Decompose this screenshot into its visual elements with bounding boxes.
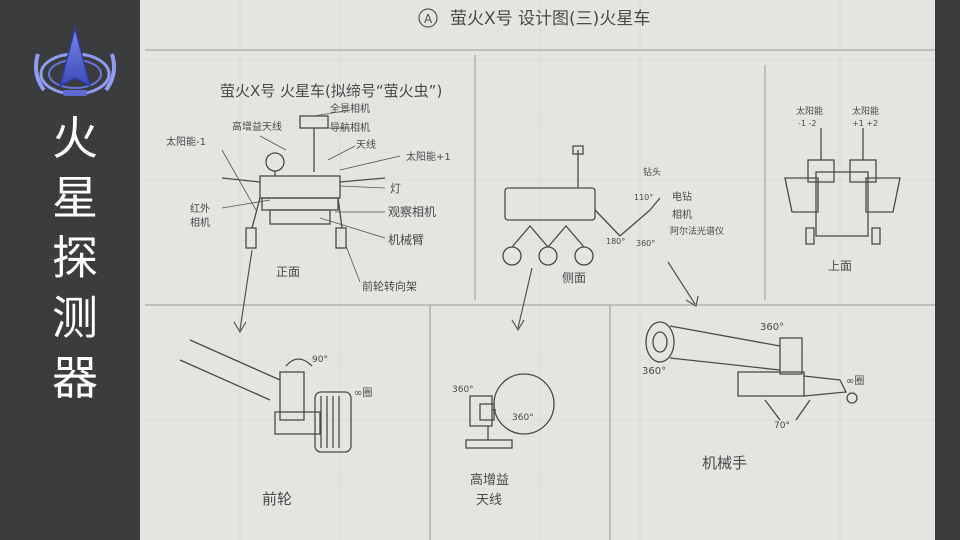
- front-view-rover: [221, 115, 386, 249]
- label-front-wheel-turn: 前轮转向架: [362, 279, 417, 293]
- antenna-detail: [465, 373, 555, 449]
- title-char: 火: [52, 111, 98, 165]
- front-leader-lines: [221, 109, 401, 283]
- right-edge-strip: [935, 0, 960, 540]
- label-angle-110: 110°: [634, 193, 653, 202]
- rover-design-drawing: A 萤火X号 设计图(三)火星车 萤火X号 火星车(拟缔号“萤火虫”): [140, 0, 935, 540]
- label-arm-ring: ∞圈: [846, 375, 864, 387]
- left-sidebar: 火 星 探 测 器: [0, 0, 140, 540]
- main-title: 萤火X号 火星车(拟缔号“萤火虫”): [220, 82, 442, 100]
- label-nav-camera: 导航相机: [330, 121, 370, 134]
- label-solar-wing-right: 太阳能+1: [406, 150, 451, 163]
- title-char: 探: [52, 231, 98, 285]
- detail-arrows: [233, 249, 699, 334]
- label-solar-right: 太阳能: [852, 105, 879, 117]
- label-antenna-name-1: 高增益: [470, 472, 509, 488]
- label-solar-wing-left: 太阳能-1: [166, 135, 206, 148]
- page-title: 萤火X号 设计图(三)火星车: [450, 9, 650, 29]
- label-solar-left-sub: -1 -2: [798, 119, 817, 128]
- label-antenna-angle-2: 360°: [512, 413, 534, 423]
- label-high-gain-antenna: 高增益天线: [232, 120, 282, 133]
- space-agency-logo: [34, 25, 116, 96]
- svg-text:A: A: [424, 12, 433, 26]
- label-spectrometer: 阿尔法光谱仪: [670, 225, 724, 237]
- label-arm-angle-2: 360°: [642, 366, 666, 377]
- label-angle-360: 360°: [636, 239, 655, 248]
- front-wheel-detail: [179, 339, 352, 453]
- robot-hand-detail: [645, 321, 858, 421]
- top-view-rover: [784, 128, 901, 245]
- title-char: 测: [52, 291, 98, 345]
- title-char: 器: [52, 351, 98, 405]
- label-top-view: 上面: [828, 259, 852, 273]
- label-wheel-angle: 90°: [312, 355, 328, 365]
- design-sketch-paper: A 萤火X号 设计图(三)火星车 萤火X号 火星车(拟缔号“萤火虫”): [140, 0, 935, 540]
- label-arm-angle-3: 70°: [774, 421, 790, 431]
- side-view-rover: [502, 145, 661, 266]
- label-angle-180: 180°: [606, 237, 625, 246]
- label-front-wheel: 前轮: [262, 490, 292, 508]
- label-pano-camera: 全景相机: [330, 102, 370, 115]
- label-observation-camera: 观察相机: [388, 205, 436, 219]
- label-antenna: 天线: [356, 138, 376, 151]
- label-electric-drill: 电钻: [672, 190, 692, 203]
- panel-frames: [145, 49, 935, 540]
- label-antenna-angle-1: 360°: [452, 385, 474, 395]
- label-antenna-name-2: 天线: [476, 493, 502, 508]
- label-wheel-ring: ∞圈: [354, 387, 372, 399]
- label-camera: 相机: [672, 208, 692, 221]
- label-side-view: 侧面: [562, 271, 586, 285]
- title-char: 星: [52, 171, 98, 225]
- label-solar-right-sub: +1 +2: [852, 119, 878, 128]
- circle-a-icon: [418, 8, 438, 28]
- label-drill: 钻头: [643, 166, 661, 178]
- paper-grid: [140, 0, 935, 540]
- label-arm-angle-1: 360°: [760, 322, 784, 333]
- label-robot-hand: 机械手: [702, 454, 747, 472]
- label-solar-left: 太阳能: [796, 105, 823, 117]
- label-infrared-2: 相机: [190, 216, 210, 229]
- label-robotic-arm: 机械臂: [388, 232, 424, 247]
- label-front-view: 正面: [276, 265, 300, 279]
- vertical-title: 火 星 探 测 器: [40, 108, 110, 408]
- label-light: 灯: [390, 182, 401, 195]
- label-infrared-1: 红外: [190, 202, 210, 215]
